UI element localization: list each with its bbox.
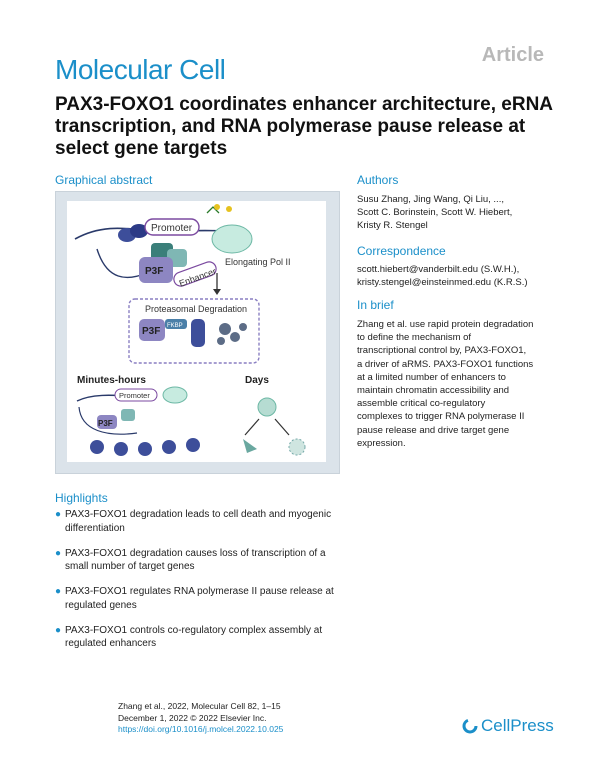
- highlight-text: PAX3-FOXO1 controls co-regulatory comple…: [65, 624, 323, 636]
- bullet-icon: ●: [55, 509, 62, 520]
- paper-title: PAX3-FOXO1 coordinates enhancer architec…: [55, 94, 553, 159]
- bullet-icon: ●: [55, 586, 62, 597]
- ga-nucleosome: [114, 442, 128, 456]
- in-brief-line: assemble critical co-regulatory: [357, 398, 486, 410]
- graphical-abstract-figure: Promoter Elongating Pol II P3F Enhancer …: [67, 201, 326, 462]
- highlight-text: PAX3-FOXO1 degradation leads to cell dea…: [65, 509, 332, 520]
- ga-paused-pol2: [162, 386, 188, 404]
- author-line: Scott C. Borinstein, Scott W. Hiebert,: [357, 207, 513, 219]
- correspondence-email[interactable]: scott.hiebert@vanderbilt.edu (S.W.H.),: [357, 264, 520, 275]
- highlights-heading: Highlights: [55, 491, 108, 505]
- ga-fragment: [239, 323, 247, 331]
- in-brief-line: to define the mechanism of: [357, 332, 472, 344]
- highlight-item: ●PAX3-FOXO1 degradation causes loss of t…: [55, 547, 355, 574]
- article-type-label: Article: [481, 44, 544, 66]
- graphical-abstract-heading: Graphical abstract: [55, 173, 153, 187]
- cellpress-wordmark: CellPress: [481, 716, 554, 735]
- bullet-icon: ●: [55, 547, 62, 559]
- journal-title: Molecular Cell: [55, 54, 226, 85]
- correspondence-list: scott.hiebert@vanderbilt.edu (S.W.H.), k…: [357, 263, 557, 289]
- bullet-icon: ●: [55, 624, 62, 636]
- ga-dying-cell: [288, 438, 306, 456]
- citation-line: Zhang et al., 2022, Molecular Cell 82, 1…: [118, 701, 281, 711]
- highlight-text: differentiation: [65, 522, 125, 534]
- ga-fragment: [230, 332, 240, 342]
- correspondence-email[interactable]: kristy.stengel@einsteinmed.edu (K.R.S.): [357, 277, 528, 289]
- ga-nucleosome: [162, 440, 176, 454]
- ga-enhancer-box: [173, 261, 217, 287]
- ga-fate-arrow: [274, 418, 290, 436]
- ga-p3f-label: P3F: [145, 266, 163, 277]
- ga-fkbp-tag: [165, 319, 187, 329]
- highlight-item: ●PAX3-FOXO1 controls co-regulatory compl…: [55, 624, 355, 651]
- ga-p3f-mid-label: P3F: [142, 326, 160, 337]
- in-brief-line: a driver of aRMS. PAX3-FOXO1 functions: [357, 358, 534, 370]
- ga-fragment: [219, 323, 231, 335]
- in-brief-line: at a limited number of enhancers to: [357, 371, 506, 383]
- ga-p3f-protein: [139, 257, 173, 283]
- ga-nucleosome: [130, 224, 148, 238]
- ga-dna-bottom-loop: [78, 406, 138, 435]
- in-brief-line: complexes to trigger RNA polymerase II: [357, 411, 525, 423]
- authors-list: Susu Zhang, Jing Wang, Qi Liu, ..., Scot…: [357, 193, 557, 233]
- highlight-text: small number of target genes: [65, 561, 195, 572]
- ga-p3f-protein-bottom: [97, 415, 117, 429]
- highlight-text: regulated enhancers: [65, 638, 157, 649]
- ga-fragment: [217, 337, 225, 345]
- highlights-list: ●PAX3-FOXO1 degradation leads to cell de…: [55, 508, 355, 662]
- ga-promoter-bottom-label: Promoter: [119, 391, 150, 400]
- ga-nucleosome: [186, 438, 200, 452]
- cellpress-icon: [462, 718, 478, 734]
- highlight-item: ●PAX3-FOXO1 degradation leads to cell de…: [55, 508, 355, 535]
- ga-elongating-label: Elongating Pol II: [225, 257, 291, 267]
- highlight-item: ●PAX3-FOXO1 regulates RNA polymerase II …: [55, 585, 355, 612]
- highlight-text: PAX3-FOXO1 regulates RNA polymerase II p…: [65, 586, 334, 597]
- ga-factor: [121, 409, 135, 421]
- highlight-text: regulated genes: [65, 599, 137, 611]
- in-brief-line: expression.: [357, 437, 406, 449]
- ga-cell: [257, 397, 277, 417]
- in-brief-text: Zhang et al. use rapid protein degradati…: [357, 318, 557, 450]
- ga-days-label: Days: [245, 375, 269, 386]
- author-line: Kristy R. Stengel: [357, 220, 428, 232]
- citation-block: Zhang et al., 2022, Molecular Cell 82, 1…: [118, 701, 283, 736]
- in-brief-line: pause release and drive target gene: [357, 424, 510, 436]
- ga-fkbp-label: FKBP: [167, 323, 183, 329]
- ga-p3f-bottom-label: P3F: [98, 419, 113, 428]
- ga-elongating-pol2: [211, 224, 253, 254]
- highlight-text: PAX3-FOXO1 degradation causes loss of tr…: [65, 547, 326, 559]
- ga-differentiated-cell: [243, 439, 257, 453]
- ga-phospho: [226, 206, 232, 212]
- author-line: Susu Zhang, Jing Wang, Qi Liu, ...,: [357, 194, 504, 205]
- ga-promoter-box: [144, 218, 200, 236]
- ga-nucleosome: [90, 440, 104, 454]
- citation-date-line: December 1, 2022 © 2022 Elsevier Inc.: [118, 712, 267, 723]
- cellpress-logo: CellPress: [462, 716, 554, 736]
- ga-arrow: [206, 206, 220, 214]
- correspondence-heading: Correspondence: [357, 244, 446, 258]
- ga-down-arrowhead: [213, 289, 221, 295]
- in-brief-line: transcriptional control by, PAX3-FOXO1,: [357, 345, 527, 357]
- ga-fate-arrow: [244, 418, 260, 436]
- ga-nucleosome: [138, 442, 152, 456]
- ga-phospho: [214, 204, 220, 210]
- ga-promoter-label: Promoter: [151, 223, 193, 234]
- ga-promoter-box-bottom: [114, 388, 158, 402]
- in-brief-heading: In brief: [357, 298, 394, 312]
- ga-p3f-protein-mid: [139, 319, 165, 341]
- ga-proteasome: [191, 319, 205, 347]
- doi-link[interactable]: https://doi.org/10.1016/j.molcel.2022.10…: [118, 724, 284, 734]
- ga-minutes-label: Minutes-hours: [77, 375, 146, 386]
- in-brief-line: Zhang et al. use rapid protein degradati…: [357, 319, 534, 330]
- authors-heading: Authors: [357, 173, 399, 187]
- in-brief-line: maintain chromatin accessibility and: [357, 385, 510, 397]
- ga-degradation-label: Proteasomal Degradation: [145, 304, 247, 314]
